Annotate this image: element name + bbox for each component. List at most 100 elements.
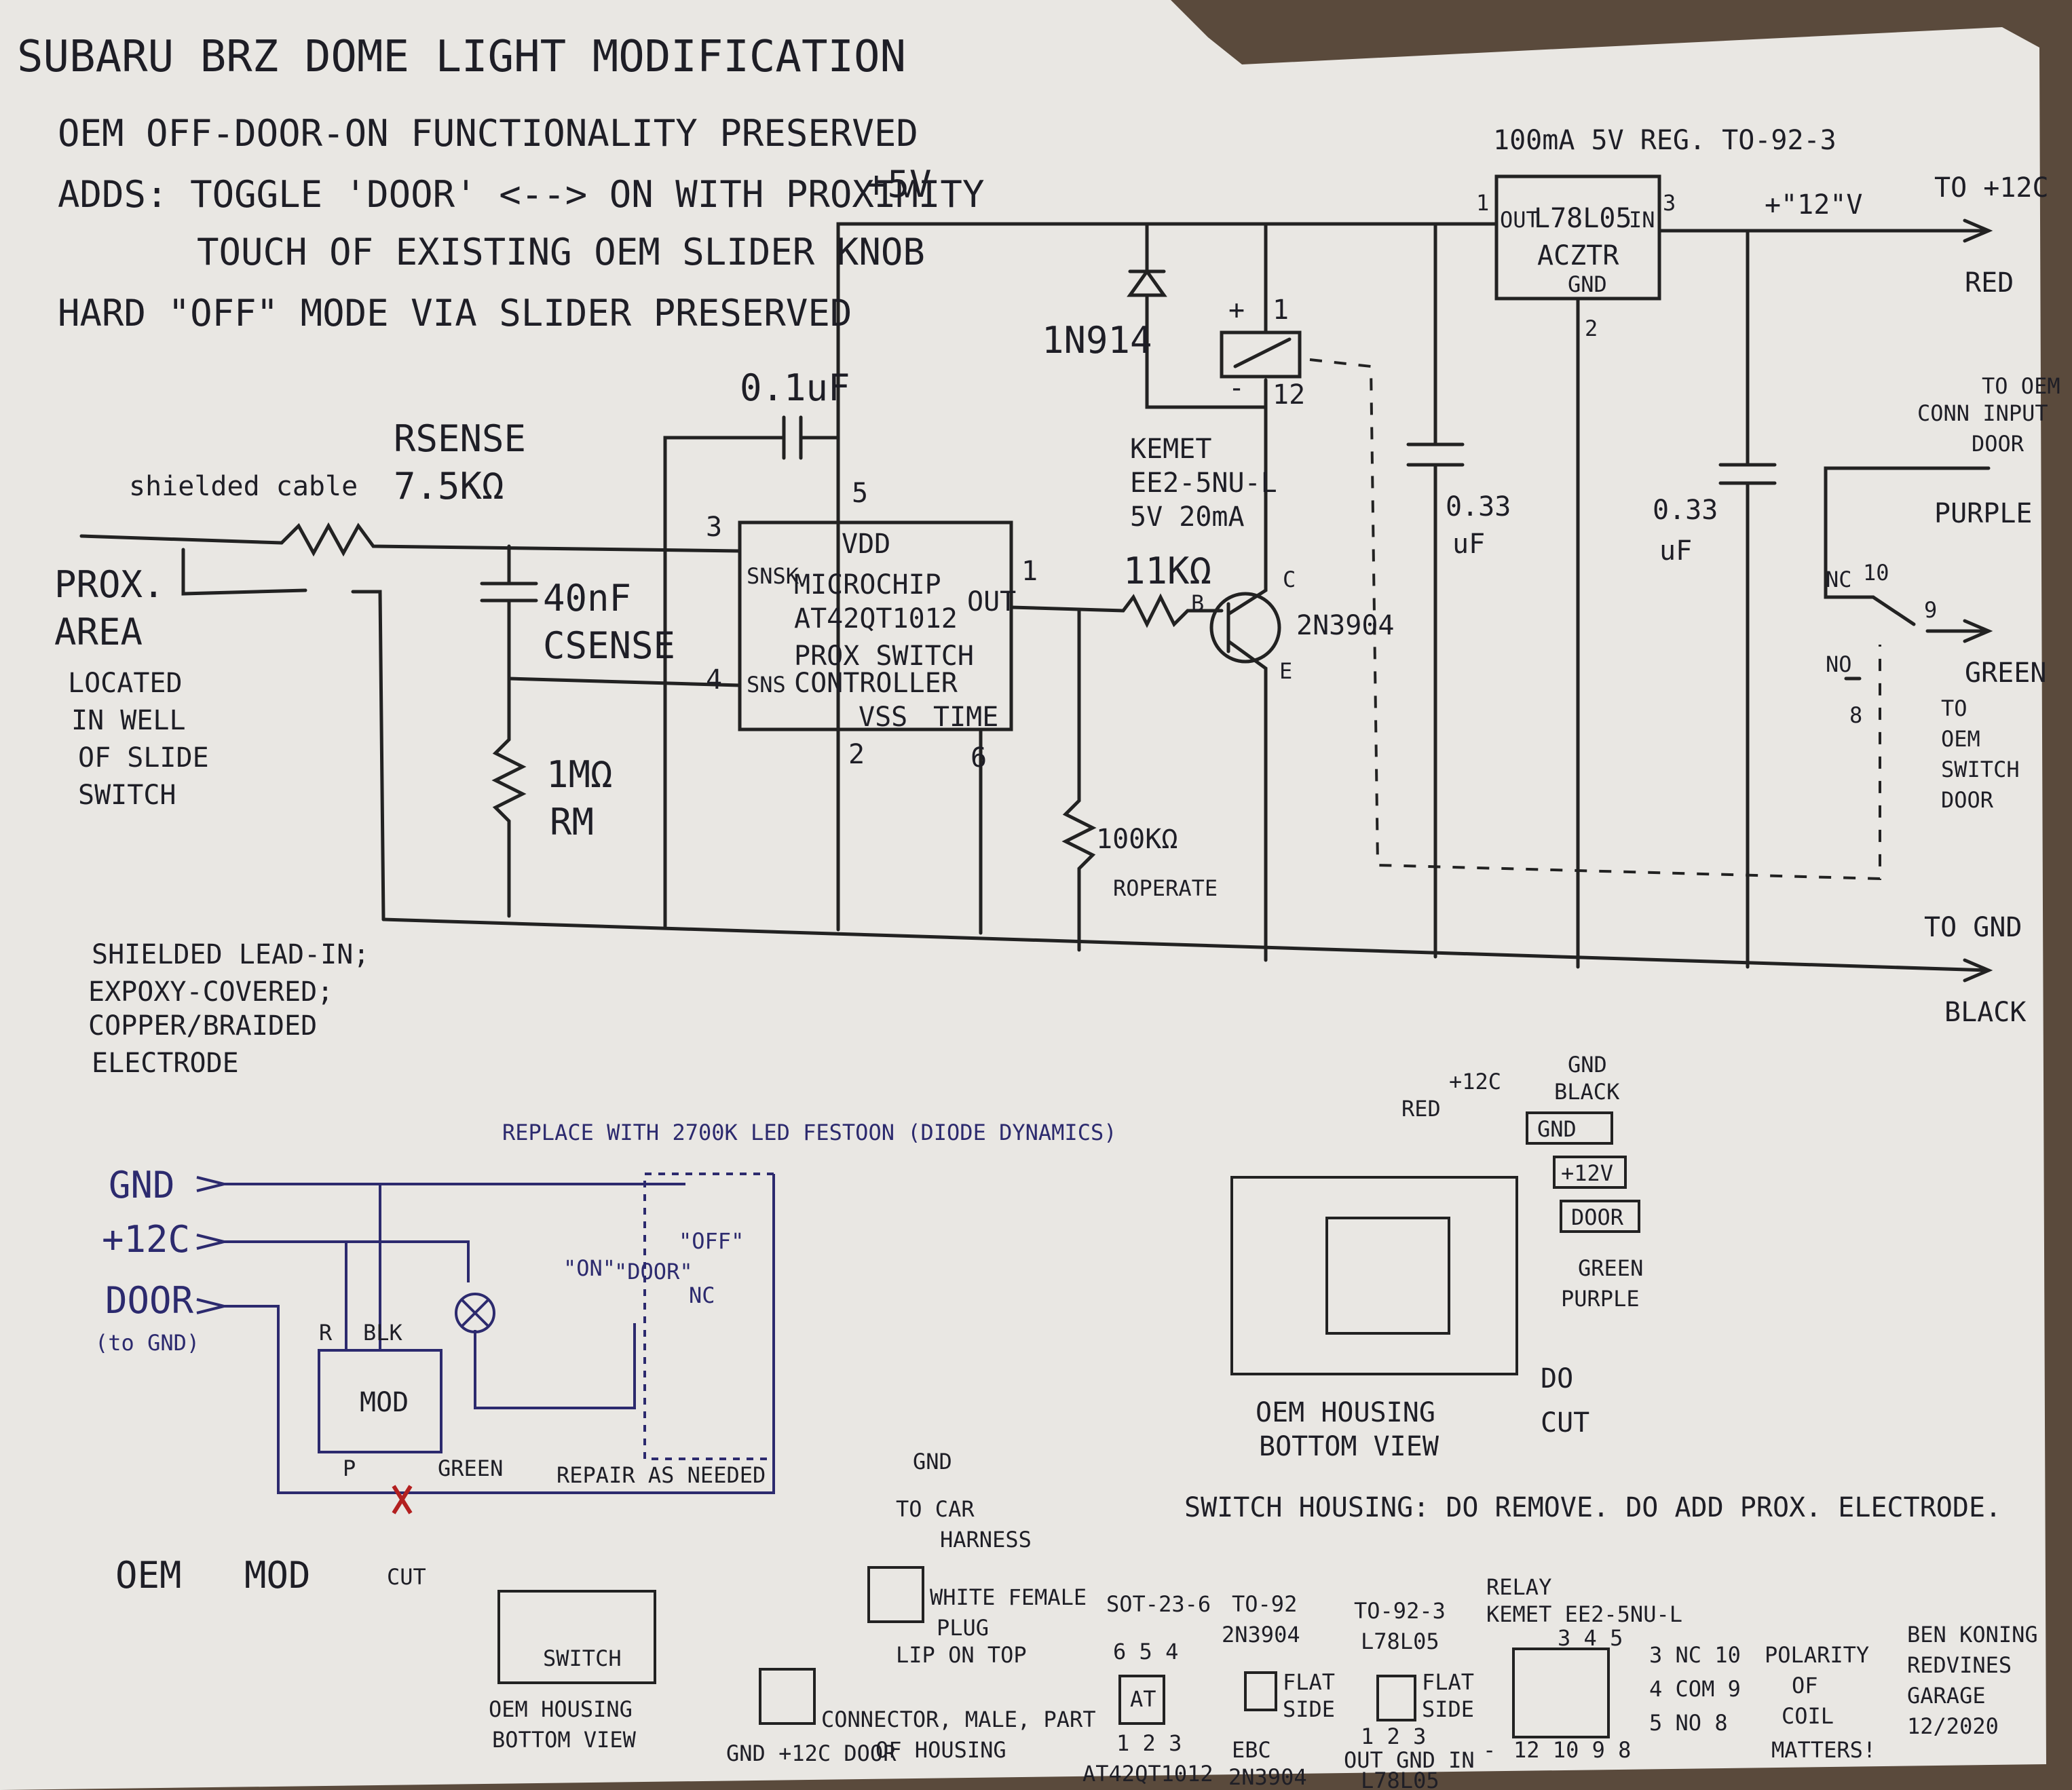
pkg-pinmap-2: 4 COM 9: [1649, 1676, 1741, 1702]
to-gnd-label: TO GND: [1924, 912, 2022, 943]
bullet-2: ADDS: TOGGLE 'DOOR' <--> ON WITH PROXIMI…: [58, 173, 984, 216]
wiring-cut: CUT: [387, 1564, 426, 1590]
prox-area-2: AREA: [54, 611, 143, 653]
mod-box-label: MOD: [360, 1387, 409, 1418]
housing-red: RED: [1401, 1096, 1441, 1122]
switch-off: "OFF": [679, 1228, 744, 1254]
to-oem-switch-2: OEM: [1941, 726, 1980, 752]
electrode-note-2: EXPOXY-COVERED;: [88, 976, 333, 1008]
pkg-polarity-4: MATTERS!: [1771, 1737, 1876, 1763]
pkg-relay-top: 3 4 5: [1558, 1625, 1623, 1651]
wiring-12v: +12C: [102, 1218, 190, 1261]
transistor-b: B: [1191, 590, 1204, 616]
bullet-2b: TOUCH OF EXISTING OEM SLIDER KNOB: [197, 231, 925, 273]
ic-vss: VSS: [859, 702, 907, 733]
to-oem-conn-1: TO OEM: [1982, 373, 2060, 399]
transistor-e: E: [1279, 658, 1292, 684]
pkg-flat-a1: FLAT: [1283, 1669, 1335, 1695]
roperate-value: 100KΩ: [1096, 824, 1178, 855]
switch-nc: NC: [689, 1282, 715, 1308]
ic-pin-6: 6: [971, 742, 987, 774]
pkg-pinmap-1: 3 NC 10: [1649, 1642, 1741, 1668]
black-label: BLACK: [1944, 997, 2026, 1028]
pkg-connector-1: CONNECTOR, MALE, PART: [821, 1707, 1096, 1732]
ic-time: TIME: [933, 702, 998, 733]
cap-top-label: 0.1uF: [740, 366, 850, 409]
located-4: SWITCH: [78, 780, 176, 811]
pkg-polarity-1: POLARITY: [1765, 1642, 1869, 1668]
credit-1: BEN KONING: [1907, 1622, 2038, 1648]
pkg-oem-housing-2: BOTTOM VIEW: [492, 1727, 637, 1753]
reg-part: L78L05: [1534, 203, 1632, 234]
reg-pin-3: 3: [1663, 190, 1676, 216]
oem-heading: OEM: [115, 1554, 182, 1597]
rm-name: RM: [550, 801, 594, 843]
pkg-reg-part: L78L05: [1361, 1768, 1439, 1790]
pkg-switch: SWITCH: [543, 1645, 622, 1671]
pkg-flat-b1: FLAT: [1422, 1669, 1474, 1695]
wiring-r: R: [319, 1320, 333, 1346]
housing-box-gnd: GND: [1537, 1116, 1577, 1142]
purple-label: PURPLE: [1934, 498, 2033, 529]
electrode-note-1: SHIELDED LEAD-IN;: [92, 939, 369, 970]
ic-pin-3: 3: [706, 512, 722, 543]
mod-heading: MOD: [244, 1554, 311, 1597]
to-oem-switch-3: SWITCH: [1941, 757, 2020, 782]
credit-3: GARAGE: [1907, 1683, 1986, 1709]
housing-gnd: GND: [1568, 1052, 1607, 1078]
wiring-gnd: GND: [109, 1164, 175, 1206]
pkg-plug-2: PLUG: [937, 1615, 989, 1641]
pkg-relay-minus: -: [1483, 1737, 1496, 1763]
relay-plus: +: [1228, 294, 1245, 326]
csense-name: CSENSE: [543, 624, 675, 667]
ic-pin-2: 2: [848, 739, 865, 770]
pkg-sot-top: 6 5 4: [1113, 1639, 1178, 1664]
pkg-pinmap-3: 5 NO 8: [1649, 1710, 1728, 1736]
credit-4: 12/2020: [1907, 1713, 1999, 1739]
pkg-plug-1: WHITE FEMALE: [930, 1584, 1087, 1610]
bullet-3: HARD "OFF" MODE VIA SLIDER PRESERVED: [58, 292, 852, 335]
rbase-value: 11KΩ: [1123, 550, 1211, 592]
rm-value: 1MΩ: [546, 753, 613, 796]
pkg-to92a-1: TO-92: [1232, 1591, 1297, 1617]
ic-snsk: SNSK: [747, 563, 799, 589]
ic-pin-4: 4: [706, 664, 722, 696]
ic-desc-2: CONTROLLER: [794, 668, 958, 699]
to-oem-switch-4: DOOR: [1941, 787, 1994, 813]
pkg-polarity-3: COIL: [1782, 1703, 1834, 1729]
pkg-ebc-part: 2N3904: [1228, 1764, 1307, 1790]
rail-5v-label: +5V: [865, 163, 932, 206]
pkg-connector-2: OF HOUSING: [875, 1737, 1006, 1763]
relay-rating: 5V 20mA: [1130, 501, 1245, 533]
pkg-harness: HARNESS: [940, 1527, 1032, 1553]
wiring-replace-note: REPLACE WITH 2700K LED FESTOON (DIODE DY…: [502, 1120, 1116, 1145]
located-3: OF SLIDE: [78, 742, 209, 774]
to-oem-conn-3: DOOR: [1972, 431, 2024, 457]
pkg-flat-b2: SIDE: [1422, 1696, 1474, 1722]
electrode-note-4: ELECTRODE: [92, 1048, 239, 1079]
housing-caption-1: OEM HOUSING: [1256, 1397, 1435, 1428]
wiring-green: GREEN: [438, 1455, 503, 1481]
pkg-lip: LIP ON TOP: [896, 1642, 1027, 1668]
reg-pin-1: 1: [1476, 190, 1489, 216]
housing-12v: +12C: [1449, 1069, 1501, 1094]
ic-part: AT42QT1012: [794, 603, 958, 634]
pkg-polarity-2: OF: [1792, 1673, 1818, 1698]
relay-brand: KEMET: [1130, 434, 1211, 465]
no-label: NO: [1826, 651, 1852, 677]
ic-maker: MICROCHIP: [794, 569, 941, 601]
pkg-reg-pins: 1 2 3: [1361, 1724, 1426, 1749]
housing-black: BLACK: [1554, 1079, 1620, 1105]
red-label: RED: [1965, 267, 2014, 299]
switch-on: "ON": [563, 1255, 616, 1281]
housing-purple: PURPLE: [1561, 1286, 1640, 1312]
pin-9: 9: [1924, 597, 1937, 623]
pkg-oem-housing-1: OEM HOUSING: [489, 1696, 633, 1722]
housing-box-12v: +12V: [1561, 1160, 1613, 1186]
relay-p1: 1: [1273, 294, 1289, 326]
wiring-door: DOOR: [105, 1279, 194, 1322]
page-title: SUBARU BRZ DOME LIGHT MODIFICATION: [17, 32, 906, 82]
ic-pin-5: 5: [852, 478, 868, 509]
pin-10: 10: [1863, 560, 1889, 586]
